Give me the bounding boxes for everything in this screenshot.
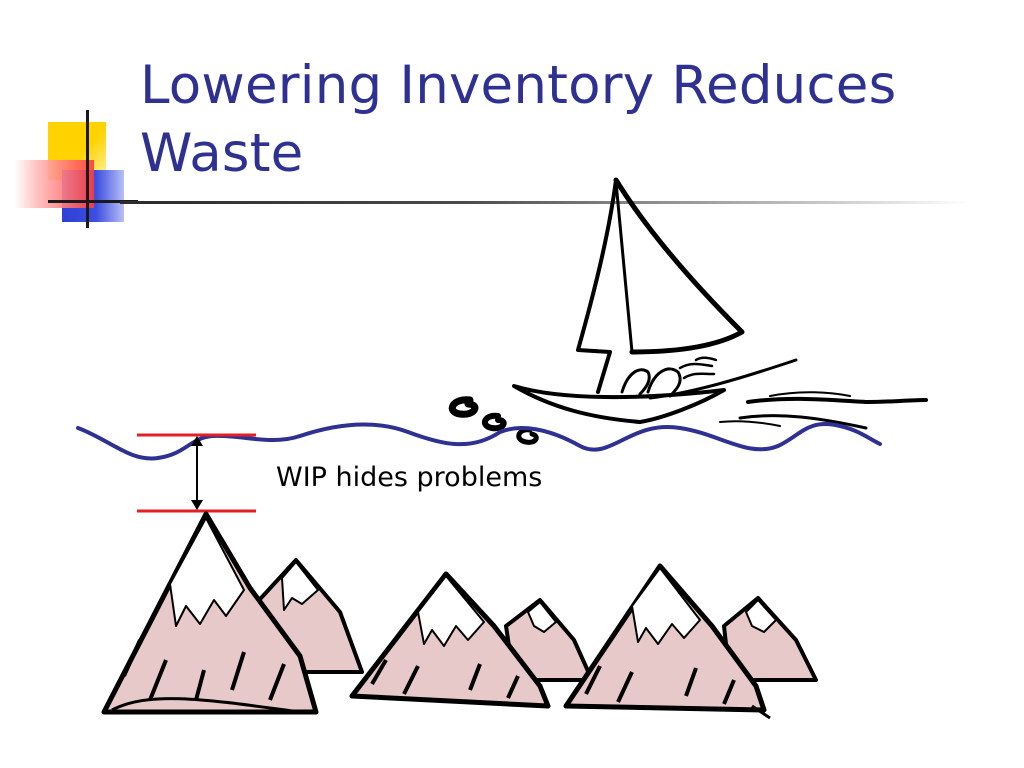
deco-vertical-line	[86, 110, 89, 228]
double-arrow-icon	[137, 433, 256, 513]
slide-title: Lowering Inventory Reduces Waste	[140, 55, 897, 184]
title-underline	[120, 201, 970, 204]
water-line	[76, 422, 882, 461]
sailboat-icon	[448, 177, 928, 445]
wip-caption: WIP hides problems	[276, 462, 543, 493]
mountains-icon	[101, 511, 818, 720]
deco-horizontal-line	[48, 200, 138, 203]
